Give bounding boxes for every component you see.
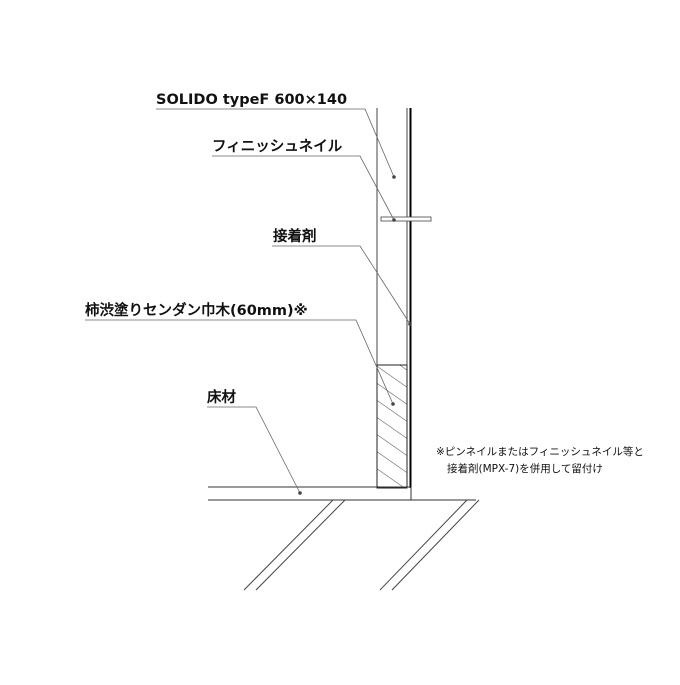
label-panel: SOLIDO typeF 600×140 (156, 92, 347, 108)
note-line-1: ※ピンネイルまたはフィニッシュネイル等と (436, 445, 644, 458)
leader-panel (156, 108, 395, 178)
finish-nail (380, 216, 432, 222)
leader-floor (207, 406, 301, 494)
leader-skirting (85, 319, 394, 405)
label-nail: フィニッシュネイル (212, 138, 343, 155)
leader-dots (298, 175, 412, 495)
leader-nail (212, 155, 395, 221)
label-floor: 床材 (207, 388, 236, 406)
label-skirting: 柿渋塗りセンダン巾木(60mm)※ (85, 301, 308, 319)
leader-adhesive (272, 245, 411, 325)
skirting-board (376, 364, 408, 489)
floor-joists (243, 499, 480, 591)
label-adhesive: 接着剤 (273, 227, 317, 245)
note-line-2: 接着剤(MPX-7)を併用して留付け (447, 462, 603, 475)
floor-material (208, 486, 476, 501)
wall-panel (376, 108, 412, 488)
leader-lines (85, 108, 411, 494)
